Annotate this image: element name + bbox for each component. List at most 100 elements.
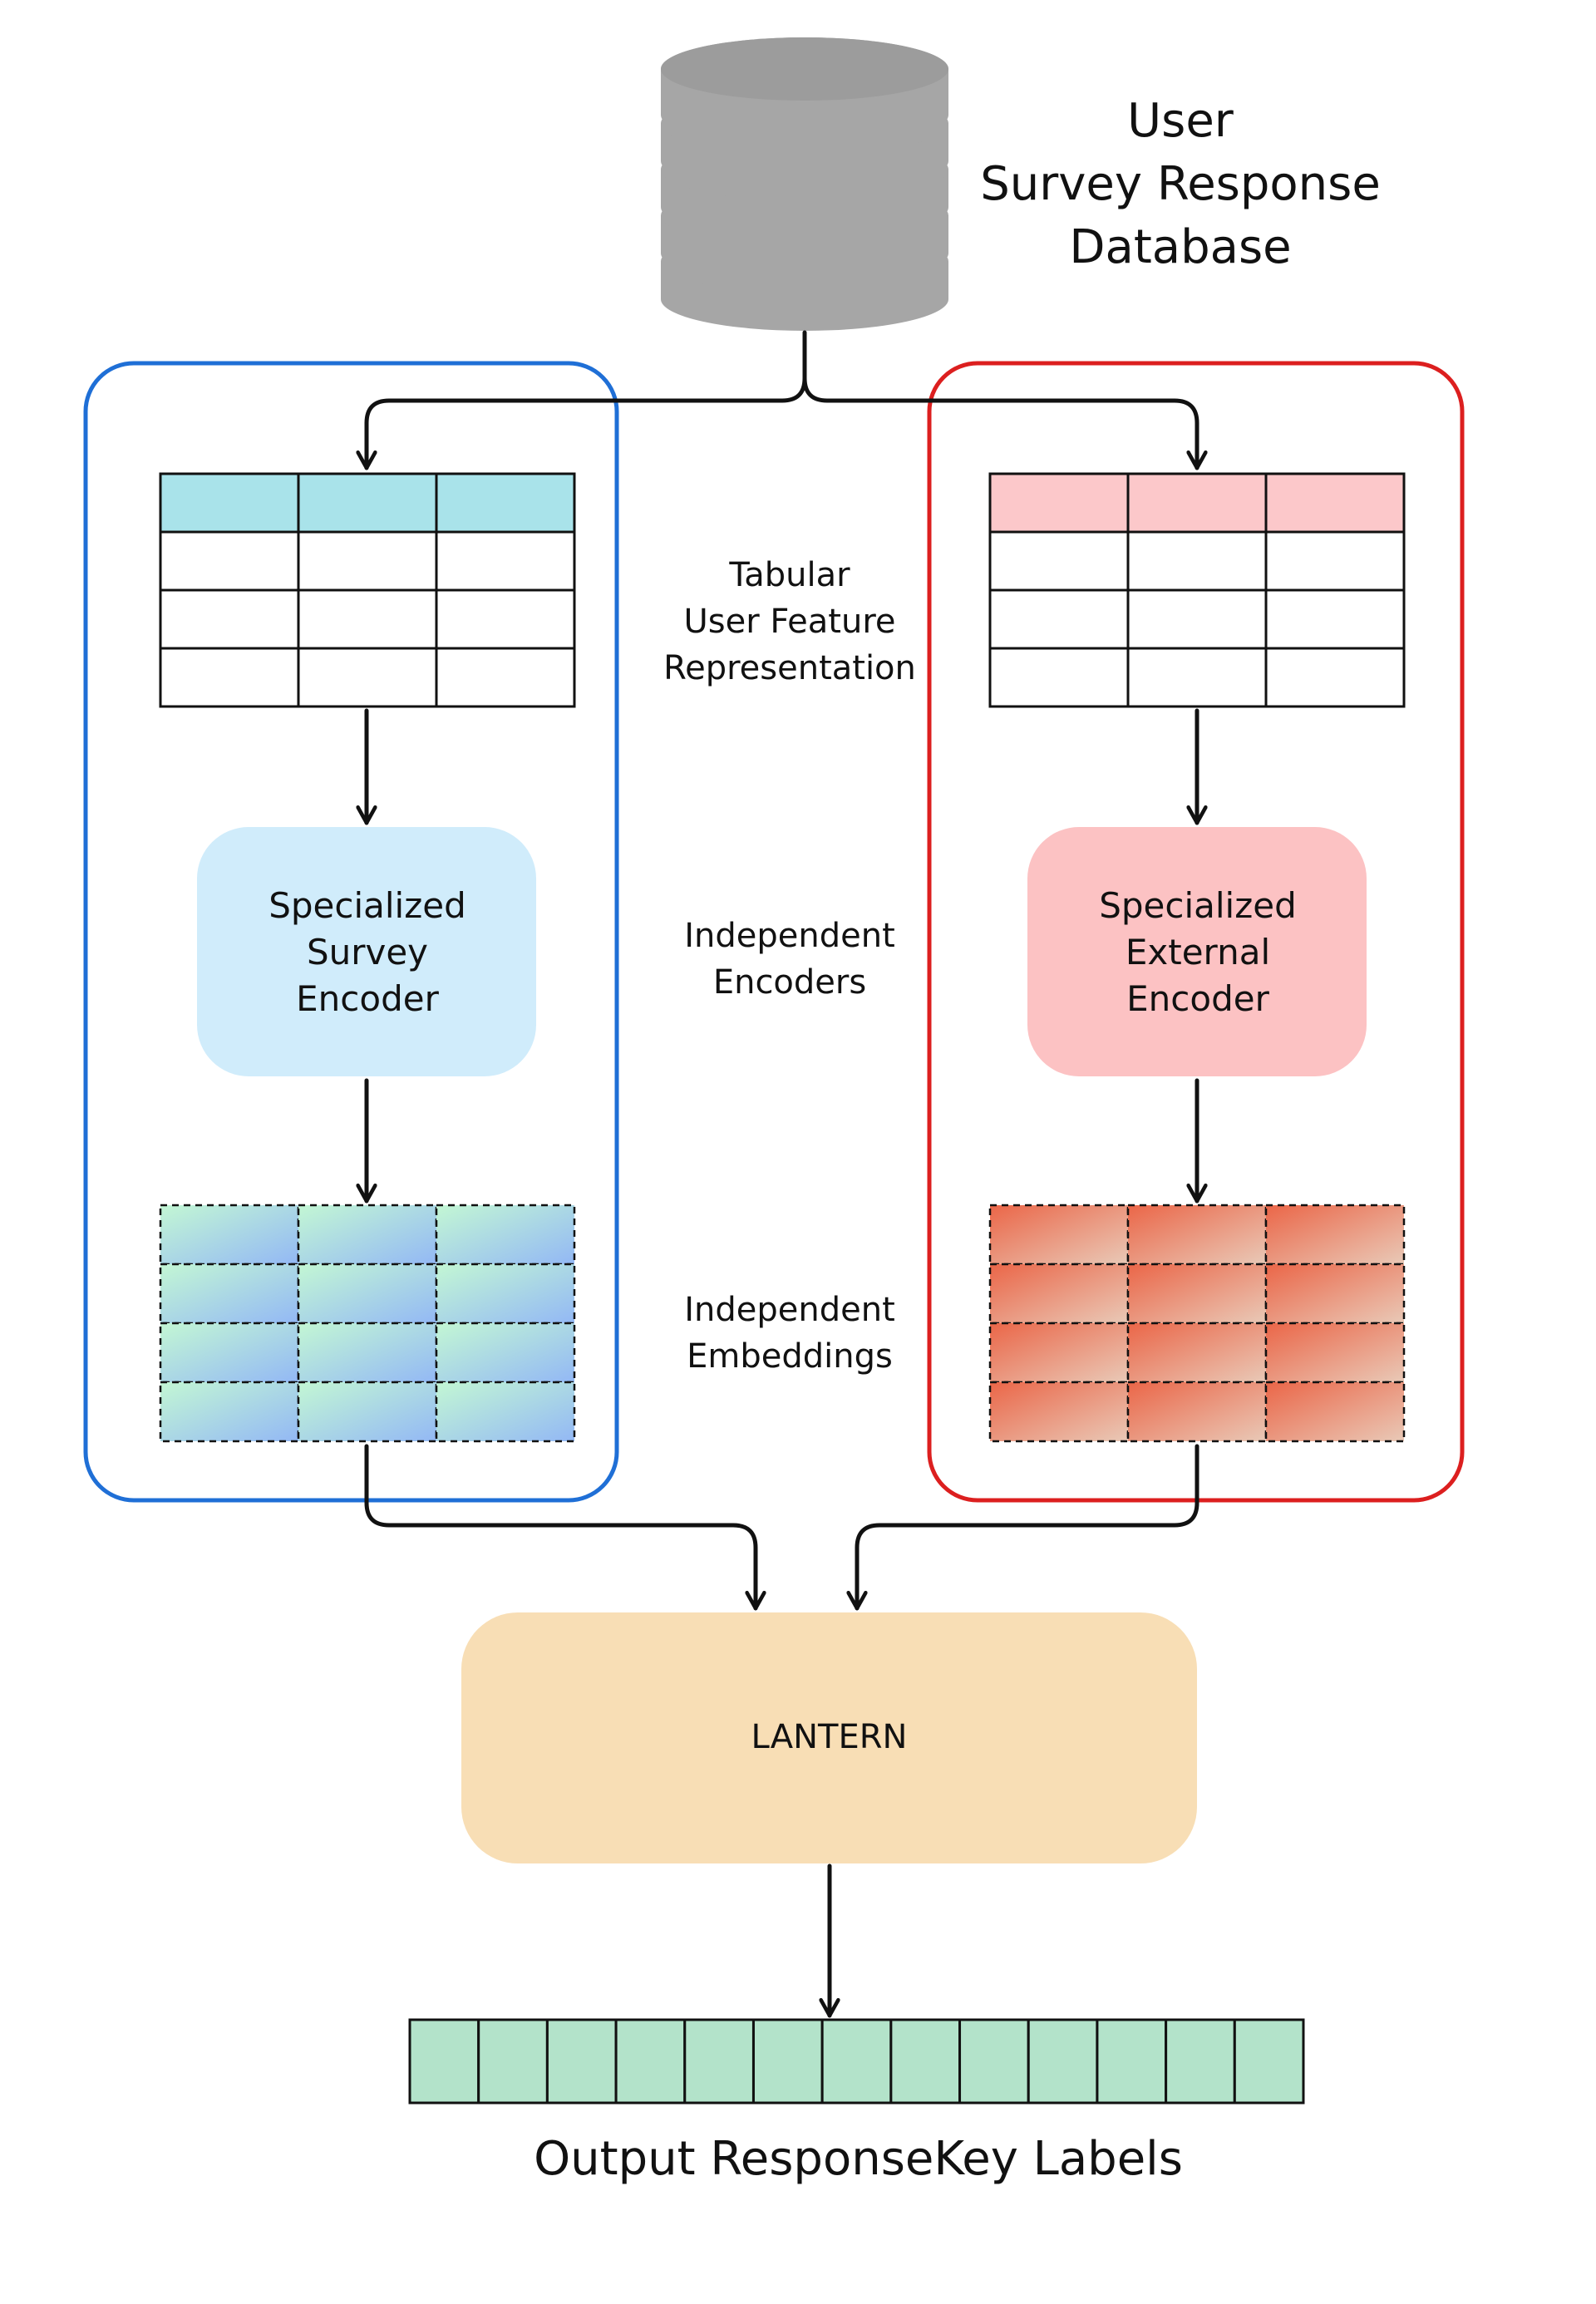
output-label-cell (1096, 2018, 1168, 2105)
table-cell (988, 588, 1130, 650)
embedding-cell (435, 1322, 576, 1384)
table-cell (1264, 647, 1406, 708)
embeddings-stage-label: Independent Embeddings (611, 1287, 968, 1380)
external-encoder-box (1027, 827, 1367, 1076)
embedding-cell (1126, 1322, 1268, 1384)
table-cell (435, 588, 576, 650)
survey-embedding-grid (159, 1204, 576, 1443)
external-encoder-label: Specialized External Encoder (1027, 883, 1368, 1022)
external-feature-table (988, 472, 1406, 708)
embedding-cell (988, 1322, 1130, 1384)
embedding-cell (435, 1381, 576, 1443)
lantern-label: LANTERN (751, 1718, 908, 1756)
table-header-cell (159, 472, 300, 534)
embedding-cell (1264, 1204, 1406, 1266)
stage-label-line: Tabular (729, 556, 850, 594)
output-label-cell (1165, 2018, 1236, 2105)
encoder-label-line: External (1125, 932, 1271, 972)
table-cell (159, 647, 300, 708)
table-cell (297, 588, 438, 650)
embedding-cell (159, 1381, 300, 1443)
table-header-cell (988, 472, 1130, 534)
encoders-stage-label: Independent Encoders (611, 913, 968, 1006)
stage-label-line: Independent (684, 917, 895, 955)
output-labels-caption: Output ResponseKey Labels (534, 2132, 1183, 2186)
output-label-cell (408, 2018, 480, 2105)
table-cell (988, 647, 1130, 708)
output-label-cell (820, 2018, 893, 2105)
survey-encoder-box (197, 827, 536, 1076)
survey-encoder-label: Specialized Survey Encoder (197, 883, 538, 1022)
db-to-external-table-arrow (802, 376, 1197, 470)
stage-label-line: Embeddings (687, 1337, 893, 1376)
embedding-cell (1126, 1263, 1268, 1325)
table-cell (159, 530, 300, 592)
embedding-cell (159, 1204, 300, 1266)
table-cell (297, 530, 438, 592)
table-cell (1126, 647, 1268, 708)
output-label-cell (614, 2018, 687, 2105)
table-header-cell (435, 472, 576, 534)
table-cell (1264, 530, 1406, 592)
table-cell (435, 530, 576, 592)
output-label-cell (1233, 2018, 1305, 2105)
embedding-cell (435, 1263, 576, 1325)
survey-branch-frame (83, 361, 619, 1503)
embedding-cell (159, 1322, 300, 1384)
embedding-cell (297, 1263, 438, 1325)
table-cell (988, 530, 1130, 592)
encoder-label-line: Specialized (268, 885, 466, 926)
embedding-cell (297, 1322, 438, 1384)
stage-label-line: User Feature (683, 603, 896, 641)
stage-label-line: Independent (684, 1291, 895, 1329)
stage-label-line: Representation (663, 649, 916, 687)
table-header-cell (297, 472, 438, 534)
embedding-cell (988, 1263, 1130, 1325)
table-cell (1264, 588, 1406, 650)
encoder-label-line: Survey (306, 932, 429, 972)
database-title-line: Survey Response (980, 157, 1381, 211)
embedding-cell (1264, 1263, 1406, 1325)
stage-label-line: Encoders (712, 963, 867, 1002)
table-cell (1126, 530, 1268, 592)
embedding-cell (1264, 1322, 1406, 1384)
database-title-line: Database (1069, 220, 1292, 274)
external-embedding-grid (988, 1204, 1406, 1443)
output-label-cell (683, 2018, 755, 2105)
embedding-cell (297, 1204, 438, 1266)
embedding-cell (1126, 1204, 1268, 1266)
database-top (661, 37, 948, 101)
output-label-cell (889, 2018, 962, 2105)
survey-feature-table (159, 472, 576, 708)
embedding-cell (159, 1263, 300, 1325)
output-label-cell (751, 2018, 824, 2105)
table-cell (1126, 588, 1268, 650)
output-label-cell (958, 2018, 1030, 2105)
database-icon (661, 37, 948, 331)
table-cell (435, 647, 576, 708)
table-header-cell (1126, 472, 1268, 534)
table-cell (159, 588, 300, 650)
embedding-cell (297, 1381, 438, 1443)
external-embedding-to-lantern-arrow (857, 1444, 1199, 1611)
embedding-cell (1126, 1381, 1268, 1443)
database-title-line: User (1127, 94, 1234, 148)
survey-embedding-to-lantern-arrow (364, 1444, 756, 1611)
output-label-cell (477, 2018, 549, 2105)
encoder-label-line: Specialized (1099, 885, 1297, 926)
tabular-stage-label: Tabular User Feature Representation (611, 552, 968, 692)
database-title: User Survey Response Database (948, 90, 1413, 279)
embedding-cell (988, 1381, 1130, 1443)
embedding-cell (988, 1204, 1130, 1266)
encoder-label-line: Encoder (1126, 978, 1269, 1019)
table-cell (297, 647, 438, 708)
embedding-cell (435, 1204, 576, 1266)
output-label-cell (545, 2018, 618, 2105)
output-label-cell (1027, 2018, 1099, 2105)
output-label-strip (408, 2018, 1305, 2105)
table-header-cell (1264, 472, 1406, 534)
encoder-label-line: Encoder (296, 978, 439, 1019)
db-to-survey-table-arrow (367, 330, 807, 470)
lantern-box (461, 1612, 1197, 1863)
